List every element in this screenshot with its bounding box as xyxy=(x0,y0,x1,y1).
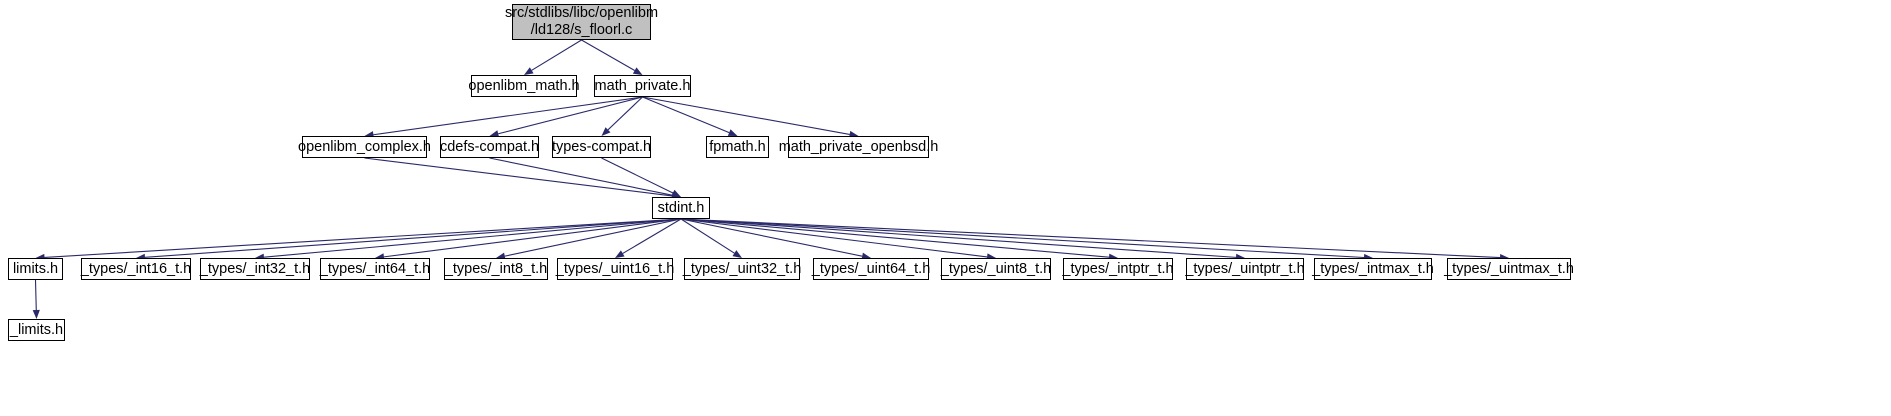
edge-stdint-to-uint32 xyxy=(680,218,742,258)
graph-node-_limits[interactable]: _limits.h xyxy=(8,319,65,341)
edge-stdint-to-int32 xyxy=(255,218,682,261)
graph-node-limits[interactable]: limits.h xyxy=(8,258,63,280)
graph-node-types_compat[interactable]: types-compat.h xyxy=(552,136,651,158)
edge-root-to-math_private xyxy=(581,39,643,75)
graph-node-uint16[interactable]: _types/_uint16_t.h xyxy=(556,258,674,280)
edge-stdint-to-int16 xyxy=(136,218,682,261)
graph-node-openlibm_math[interactable]: openlibm_math.h xyxy=(468,75,580,97)
graph-node-fpmath[interactable]: fpmath.h xyxy=(706,136,769,158)
edge-stdint-to-intptr xyxy=(680,218,1118,261)
edge-math_private-to-cdefs_compat xyxy=(489,96,643,138)
graph-node-openlibm_complex[interactable]: openlibm_complex.h xyxy=(298,136,431,158)
graph-node-uint8[interactable]: _types/_uint8_t.h xyxy=(941,258,1051,280)
graph-node-int64[interactable]: _types/_int64_t.h xyxy=(320,258,430,280)
edge-stdint-to-uint16 xyxy=(615,218,682,258)
edge-stdint-to-uintmax xyxy=(680,218,1509,262)
graph-node-uint64[interactable]: _types/_uint64_t.h xyxy=(812,258,930,280)
graph-node-math_private[interactable]: math_private.h xyxy=(594,75,691,97)
graph-node-int32[interactable]: _types/_int32_t.h xyxy=(200,258,310,280)
edge-stdint-to-uintptr xyxy=(680,218,1245,261)
graph-node-intptr[interactable]: _types/_intptr_t.h xyxy=(1062,258,1174,280)
edge-cdefs_compat-to-stdint xyxy=(489,157,681,199)
graph-node-math_private_obsd[interactable]: math_private_openbsd.h xyxy=(779,136,938,158)
edge-stdint-to-intmax xyxy=(680,218,1373,262)
edge-stdint-to-uint64 xyxy=(680,218,871,260)
edge-stdint-to-int64 xyxy=(375,218,682,261)
edge-math_private-to-types_compat xyxy=(601,96,643,136)
graph-node-int8[interactable]: _types/_int8_t.h xyxy=(444,258,548,280)
graph-node-cdefs_compat[interactable]: cdefs-compat.h xyxy=(440,136,539,158)
graph-node-uintptr[interactable]: _types/_uintptr_t.h xyxy=(1185,258,1305,280)
edge-root-to-openlibm_math xyxy=(524,39,582,75)
edge-stdint-to-limits xyxy=(35,218,682,262)
graph-node-intmax[interactable]: _types/_intmax_t.h xyxy=(1312,258,1434,280)
edge-math_private-to-math_private_obsd xyxy=(642,96,859,138)
graph-node-uint32[interactable]: _types/_uint32_t.h xyxy=(683,258,801,280)
graph-node-stdint[interactable]: stdint.h xyxy=(652,197,710,219)
edge-types_compat-to-stdint xyxy=(601,157,681,197)
edge-stdint-to-int8 xyxy=(496,218,682,260)
graph-node-int16[interactable]: _types/_int16_t.h xyxy=(81,258,191,280)
edge-limits-to-_limits xyxy=(32,279,40,319)
graph-node-root[interactable]: src/stdlibs/libc/openlibm /ld128/s_floor… xyxy=(504,4,659,40)
edge-math_private-to-openlibm_complex xyxy=(364,96,643,139)
edge-math_private-to-fpmath xyxy=(642,96,738,136)
graph-node-uintmax[interactable]: _types/_uintmax_t.h xyxy=(1444,258,1574,280)
edge-openlibm_complex-to-stdint xyxy=(364,157,681,200)
edge-stdint-to-uint8 xyxy=(680,218,996,261)
